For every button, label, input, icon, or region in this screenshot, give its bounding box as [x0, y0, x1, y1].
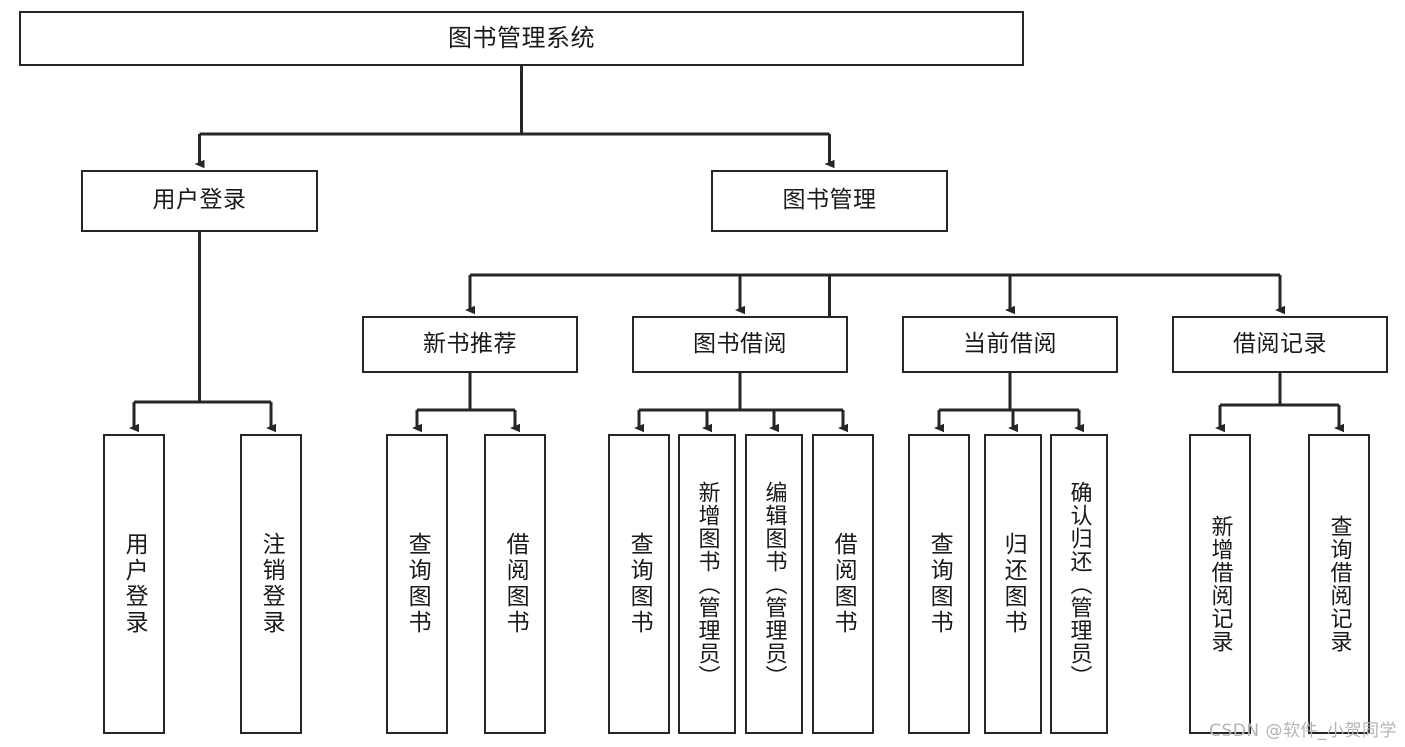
- node-leaf-borrow-edit-book[interactable]: 编辑图书（管理员）: [745, 434, 803, 734]
- node-borrow-record[interactable]: 借阅记录: [1172, 316, 1388, 373]
- node-leaf-current-query-book[interactable]: 查询图书: [908, 434, 970, 734]
- node-label: 归还图书: [1000, 532, 1027, 636]
- node-label: 图书管理系统: [448, 24, 595, 53]
- node-label: 注销登录: [258, 532, 285, 636]
- node-leaf-borrow-add-book[interactable]: 新增图书（管理员）: [678, 434, 736, 734]
- node-new-book-recommend[interactable]: 新书推荐: [362, 316, 578, 373]
- node-label: 借阅记录: [1233, 330, 1327, 357]
- node-label: 查询图书: [404, 532, 431, 636]
- node-label: 图书借阅: [693, 330, 787, 357]
- node-label: 借阅图书: [502, 532, 529, 636]
- node-label: 查询图书: [926, 532, 953, 636]
- node-leaf-record-add[interactable]: 新增借阅记录: [1189, 434, 1251, 734]
- node-leaf-current-confirm-return[interactable]: 确认归还（管理员）: [1050, 434, 1108, 734]
- node-label: 查询借阅记录: [1326, 515, 1352, 653]
- node-leaf-recommend-query-book[interactable]: 查询图书: [386, 434, 448, 734]
- node-leaf-borrow-borrow-book[interactable]: 借阅图书: [812, 434, 874, 734]
- node-current-borrow[interactable]: 当前借阅: [902, 316, 1118, 373]
- node-leaf-record-query[interactable]: 查询借阅记录: [1308, 434, 1370, 734]
- node-label: 图书管理: [782, 187, 877, 214]
- node-label: 确认归还（管理员）: [1066, 480, 1092, 688]
- node-book-manage[interactable]: 图书管理: [711, 170, 948, 232]
- node-leaf-current-return-book[interactable]: 归还图书: [984, 434, 1042, 734]
- node-leaf-user-login[interactable]: 用户登录: [103, 434, 165, 734]
- node-label: 借阅图书: [830, 532, 857, 636]
- node-book-borrow[interactable]: 图书借阅: [632, 316, 848, 373]
- node-label: 用户登录: [152, 187, 247, 214]
- node-label: 编辑图书（管理员）: [761, 480, 787, 688]
- node-label: 新书推荐: [423, 330, 517, 357]
- node-label: 新增借阅记录: [1207, 515, 1233, 653]
- node-leaf-recommend-borrow-book[interactable]: 借阅图书: [484, 434, 546, 734]
- node-label: 新增图书（管理员）: [694, 480, 720, 688]
- node-leaf-borrow-query-book[interactable]: 查询图书: [608, 434, 670, 734]
- node-system-root[interactable]: 图书管理系统: [19, 11, 1024, 66]
- node-user-login[interactable]: 用户登录: [81, 170, 318, 232]
- node-label: 用户登录: [121, 532, 148, 636]
- node-label: 查询图书: [626, 532, 653, 636]
- node-label: 当前借阅: [963, 330, 1057, 357]
- node-leaf-logout[interactable]: 注销登录: [240, 434, 302, 734]
